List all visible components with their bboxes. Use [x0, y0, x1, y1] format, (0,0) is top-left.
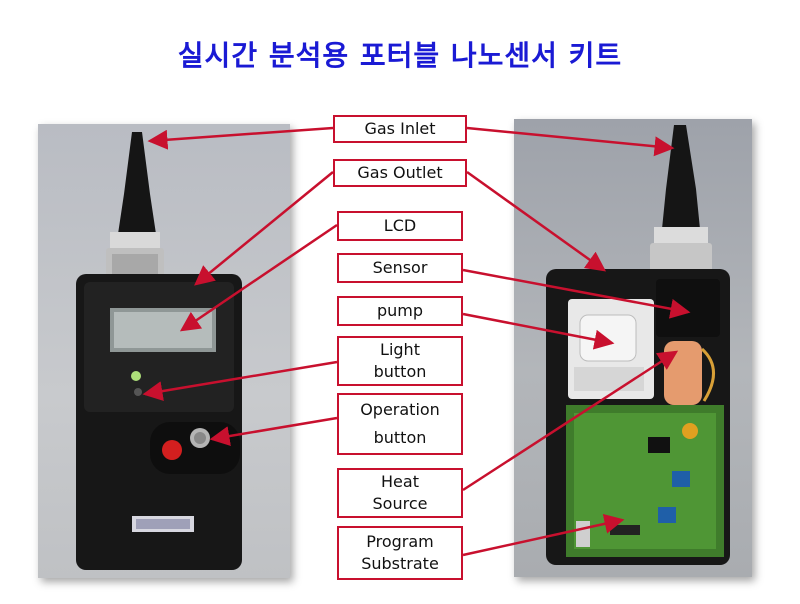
device-photo-internal — [514, 119, 752, 577]
label-heat-source: Heat Source — [337, 468, 463, 518]
label-gas-inlet: Gas Inlet — [333, 115, 467, 143]
label-lcd-text: LCD — [383, 216, 417, 236]
label-gas-outlet: Gas Outlet — [333, 159, 467, 187]
label-operation-button: Operation button — [337, 393, 463, 455]
label-program-substrate: Program Substrate — [337, 526, 463, 580]
label-sensor: Sensor — [337, 253, 463, 283]
label-lcd: LCD — [337, 211, 463, 241]
label-heat-source-line2: Source — [372, 494, 428, 513]
label-gas-outlet-text: Gas Outlet — [357, 163, 443, 183]
label-operation-button-line2: button — [373, 428, 427, 447]
label-light-button-line2: button — [373, 362, 427, 381]
label-program-substrate-line1: Program — [366, 532, 434, 552]
label-heat-source-line1: Heat — [381, 472, 419, 492]
label-pump: pump — [337, 296, 463, 326]
label-pump-text: pump — [376, 301, 424, 321]
label-gas-inlet-text: Gas Inlet — [364, 119, 436, 139]
label-light-button-line1: Light — [380, 340, 420, 360]
label-program-substrate-line2: Substrate — [361, 554, 439, 573]
label-sensor-text: Sensor — [372, 258, 428, 278]
label-light-button: Light button — [337, 336, 463, 386]
page-title: 실시간 분석용 포터블 나노센서 키트 — [177, 39, 623, 72]
device-photo-front — [38, 124, 290, 578]
label-operation-button-line1: Operation — [360, 400, 440, 420]
